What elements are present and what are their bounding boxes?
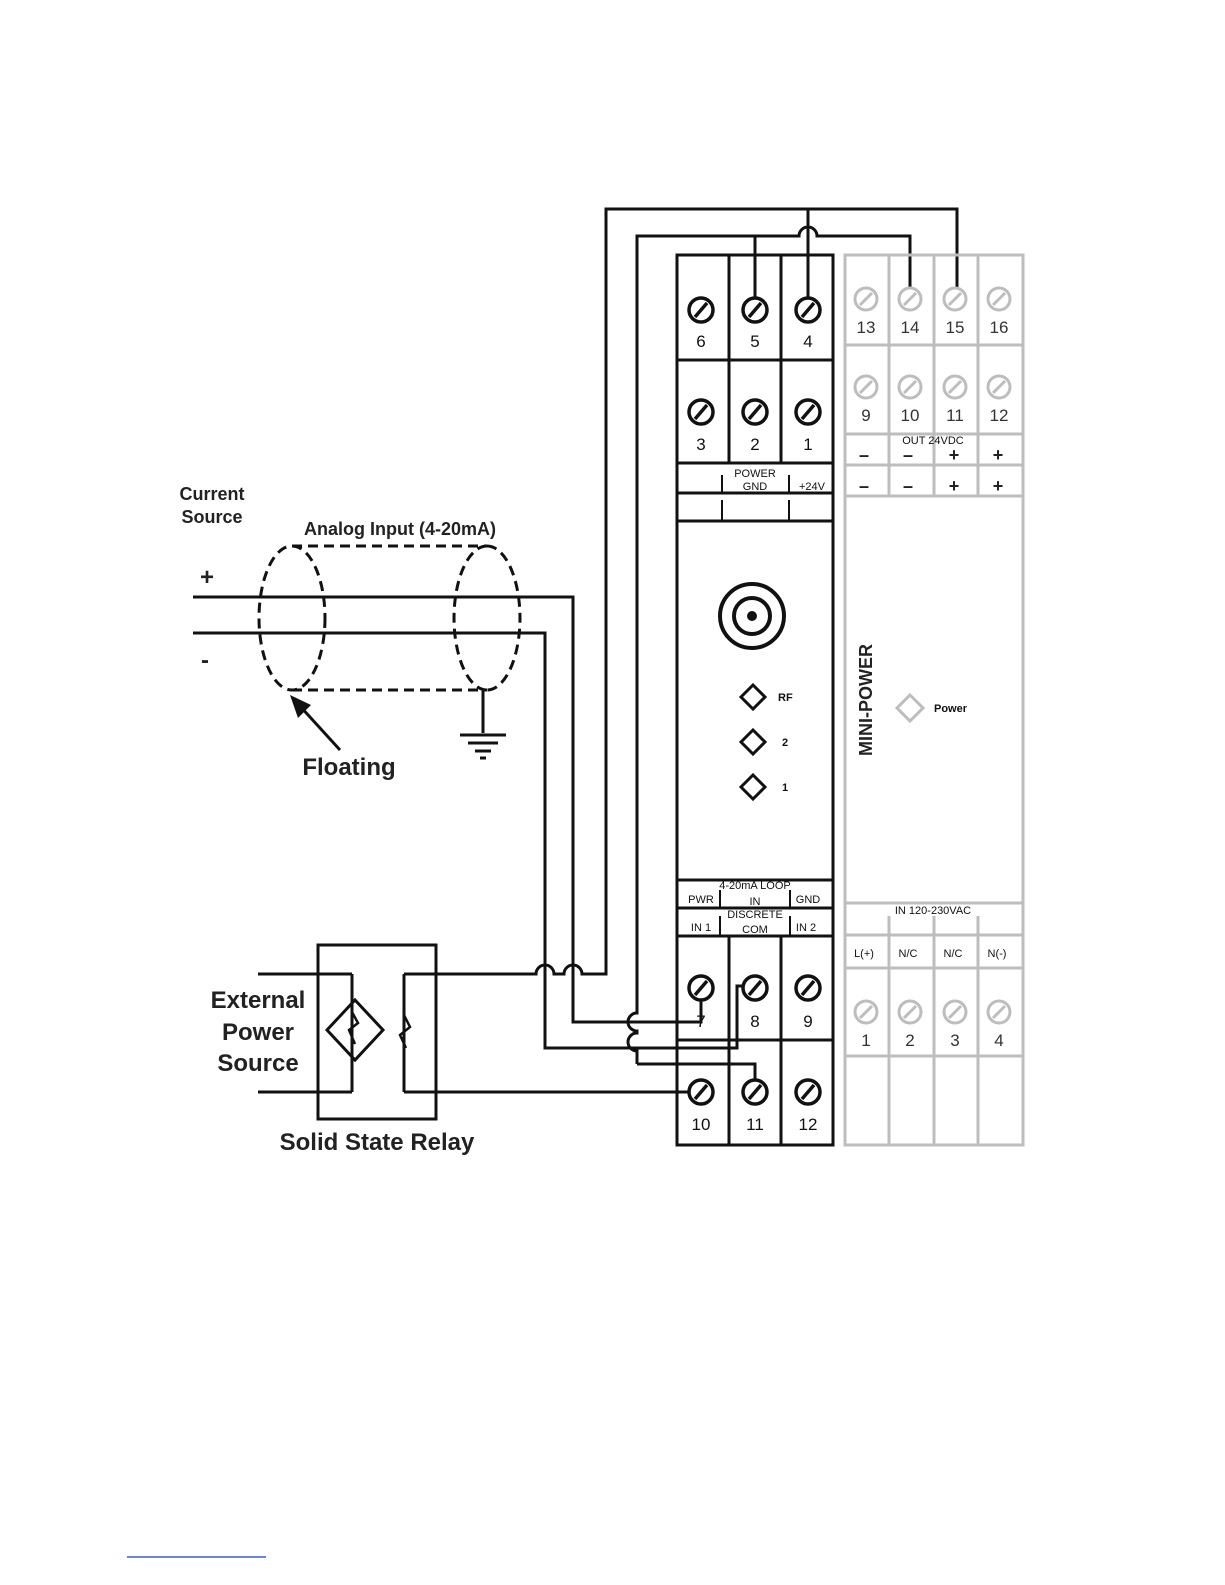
terminal-number: 13 bbox=[857, 318, 876, 337]
screw-terminal-icon bbox=[796, 976, 820, 1000]
screw-terminal-icon bbox=[855, 288, 877, 310]
screw-terminal-icon bbox=[988, 288, 1010, 310]
gnd-label: GND bbox=[743, 481, 768, 493]
screw-terminal-icon bbox=[944, 288, 966, 310]
discrete-label: DISCRETE bbox=[727, 909, 783, 921]
in1-label: IN 1 bbox=[691, 922, 711, 934]
screw-terminal-icon bbox=[855, 1001, 877, 1023]
terminal-number: 2 bbox=[905, 1031, 914, 1050]
screw-terminal-icon bbox=[689, 976, 713, 1000]
arrow-icon bbox=[290, 695, 340, 750]
screw-terminal-icon bbox=[944, 376, 966, 398]
screw-terminal-icon bbox=[796, 298, 820, 322]
screw-terminal-icon bbox=[796, 1080, 820, 1104]
screw-terminal-icon bbox=[743, 400, 767, 424]
terminal-number: 9 bbox=[861, 406, 870, 425]
com-label: COM bbox=[742, 924, 768, 936]
terminal-number: 11 bbox=[946, 406, 964, 425]
solid-state-relay-label: Solid State Relay bbox=[280, 1129, 475, 1156]
ground-icon bbox=[460, 690, 506, 758]
screw-terminal-icon bbox=[988, 376, 1010, 398]
terminal-number: 9 bbox=[803, 1012, 812, 1031]
antenna-connector-icon bbox=[720, 584, 784, 648]
power-label: POWER bbox=[734, 468, 776, 480]
terminal-number: 4 bbox=[994, 1031, 1003, 1050]
analog-input-label: Analog Input (4-20mA) bbox=[304, 519, 496, 539]
in-terminal-label: N/C bbox=[944, 948, 963, 960]
screw-terminal-icon bbox=[899, 376, 921, 398]
current-source-label-line1: Current bbox=[179, 484, 244, 504]
out-sign: – bbox=[903, 445, 913, 465]
led-indicator-icon bbox=[897, 695, 923, 721]
out-sign: + bbox=[993, 476, 1004, 496]
plus24v-label: +24V bbox=[799, 481, 826, 493]
out-sign: – bbox=[859, 476, 869, 496]
screw-terminal-icon bbox=[899, 288, 921, 310]
in-120-230vac-label: IN 120-230VAC bbox=[895, 905, 971, 917]
floating-label: Floating bbox=[302, 754, 395, 781]
in2-label: IN 2 bbox=[796, 922, 816, 934]
external-power-label-line1: External bbox=[211, 987, 306, 1014]
terminal-number: 2 bbox=[750, 435, 759, 454]
out-sign: + bbox=[949, 476, 960, 496]
terminal-number: 8 bbox=[750, 1012, 759, 1031]
power-led-label: Power bbox=[934, 703, 968, 715]
screw-terminal-icon bbox=[743, 1080, 767, 1104]
out-sign: – bbox=[859, 445, 869, 465]
terminal-number: 1 bbox=[803, 435, 812, 454]
terminal-number: 10 bbox=[901, 406, 920, 425]
out-sign: + bbox=[993, 445, 1004, 465]
screw-terminal-icon bbox=[855, 376, 877, 398]
shielded-cable bbox=[259, 546, 520, 690]
screw-terminal-icon bbox=[689, 400, 713, 424]
mini-power-title: MINI-POWER bbox=[856, 644, 876, 756]
terminal-number: 11 bbox=[746, 1115, 764, 1134]
terminal-number: 4 bbox=[803, 332, 812, 351]
external-power-label-line3: Source bbox=[217, 1050, 298, 1077]
terminal-number: 1 bbox=[861, 1031, 870, 1050]
screw-terminal-icon bbox=[689, 1080, 713, 1104]
in-terminal-label: L(+) bbox=[854, 948, 874, 960]
wires bbox=[193, 209, 957, 1092]
screw-terminal-icon bbox=[988, 1001, 1010, 1023]
terminal-number: 12 bbox=[799, 1115, 818, 1134]
screw-terminal-icon bbox=[743, 298, 767, 322]
screw-terminal-icon bbox=[944, 1001, 966, 1023]
terminal-number: 12 bbox=[990, 406, 1009, 425]
out-sign: – bbox=[903, 476, 913, 496]
loop-in-label: IN bbox=[750, 896, 761, 908]
plus-sign: + bbox=[200, 564, 214, 591]
terminal-number: 7 bbox=[696, 1012, 705, 1031]
loop-label: 4-20mA LOOP bbox=[719, 880, 791, 892]
led-indicator-icon bbox=[741, 685, 765, 709]
out-sign: + bbox=[949, 445, 960, 465]
terminal-number: 6 bbox=[696, 332, 705, 351]
terminal-number: 15 bbox=[946, 318, 965, 337]
pwr-label: PWR bbox=[688, 894, 714, 906]
screw-terminal-icon bbox=[899, 1001, 921, 1023]
screw-terminal-icon bbox=[743, 976, 767, 1000]
in-terminal-label: N/C bbox=[899, 948, 918, 960]
minus-sign: - bbox=[201, 647, 209, 674]
terminal-number: 16 bbox=[990, 318, 1009, 337]
led-indicator-icon bbox=[741, 775, 765, 799]
terminal-number: 5 bbox=[750, 332, 759, 351]
led-label-rf: RF bbox=[778, 692, 793, 704]
screw-terminal-icon bbox=[689, 298, 713, 322]
in-terminal-label: N(-) bbox=[988, 948, 1007, 960]
loop-gnd-label: GND bbox=[796, 894, 821, 906]
led-label-2: 2 bbox=[782, 737, 788, 749]
led-indicator-icon bbox=[741, 730, 765, 754]
terminal-number: 3 bbox=[950, 1031, 959, 1050]
terminal-number: 14 bbox=[901, 318, 920, 337]
led-label-1: 1 bbox=[782, 782, 788, 794]
screw-terminal-icon bbox=[796, 400, 820, 424]
terminal-number: 10 bbox=[692, 1115, 711, 1134]
current-source-label-line2: Source bbox=[181, 507, 242, 527]
external-power-label-line2: Power bbox=[222, 1019, 294, 1046]
terminal-number: 3 bbox=[696, 435, 705, 454]
